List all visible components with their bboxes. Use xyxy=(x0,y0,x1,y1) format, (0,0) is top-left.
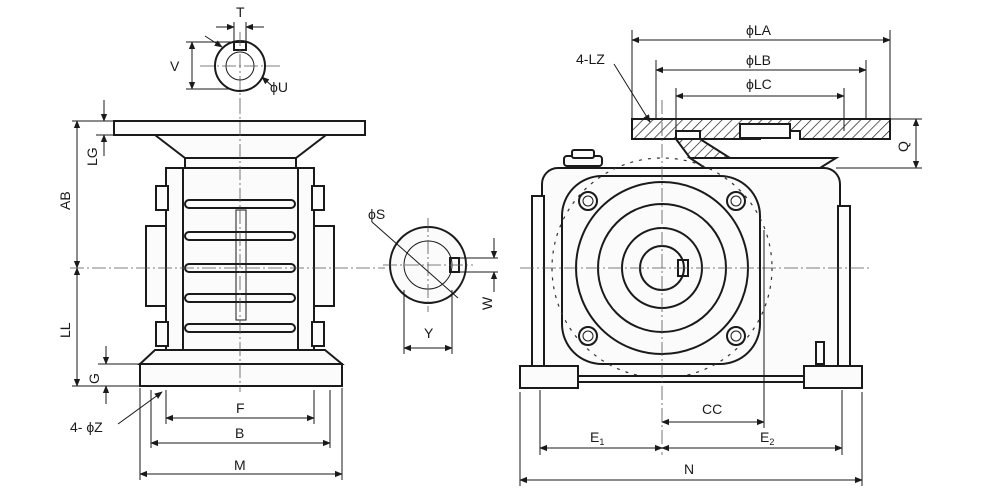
side-view xyxy=(70,100,385,392)
output-shaft-detail xyxy=(371,218,498,354)
dim-s-label: ϕS xyxy=(368,206,385,222)
dim-f-label: F xyxy=(236,400,245,416)
input-shaft-detail xyxy=(186,22,282,100)
dim-u-label: ϕU xyxy=(270,79,288,95)
front-view xyxy=(519,100,891,455)
dim-lg-label: LG xyxy=(84,147,100,166)
dim-ll-label: LL xyxy=(57,322,73,338)
dim-t-label: T xyxy=(236,4,245,20)
dim-lc-label: ϕLC xyxy=(746,76,772,92)
dim-lb-label: ϕLB xyxy=(746,52,771,68)
dim-w-label: W xyxy=(479,296,495,310)
dim-v-label: V xyxy=(170,58,180,74)
dim-b-label: B xyxy=(235,425,244,441)
dim-4lz-label: 4-LZ xyxy=(576,51,605,67)
dim-ab-label: AB xyxy=(57,191,73,210)
front-view-dimensions xyxy=(519,30,922,486)
dim-la-label: ϕLA xyxy=(746,22,772,38)
dim-m-label: M xyxy=(234,457,246,473)
dim-n-label: N xyxy=(684,461,694,477)
dim-e1-label: E1 xyxy=(590,429,604,447)
dim-cc-label: CC xyxy=(702,401,722,417)
dim-q-label: Q xyxy=(895,141,911,152)
dim-e2-label: E2 xyxy=(760,429,774,447)
side-view-dimensions xyxy=(72,100,343,480)
dim-y-label: Y xyxy=(424,325,434,341)
dim-4z-label: 4- ϕZ xyxy=(70,419,103,435)
dim-g-label: G xyxy=(86,373,102,384)
